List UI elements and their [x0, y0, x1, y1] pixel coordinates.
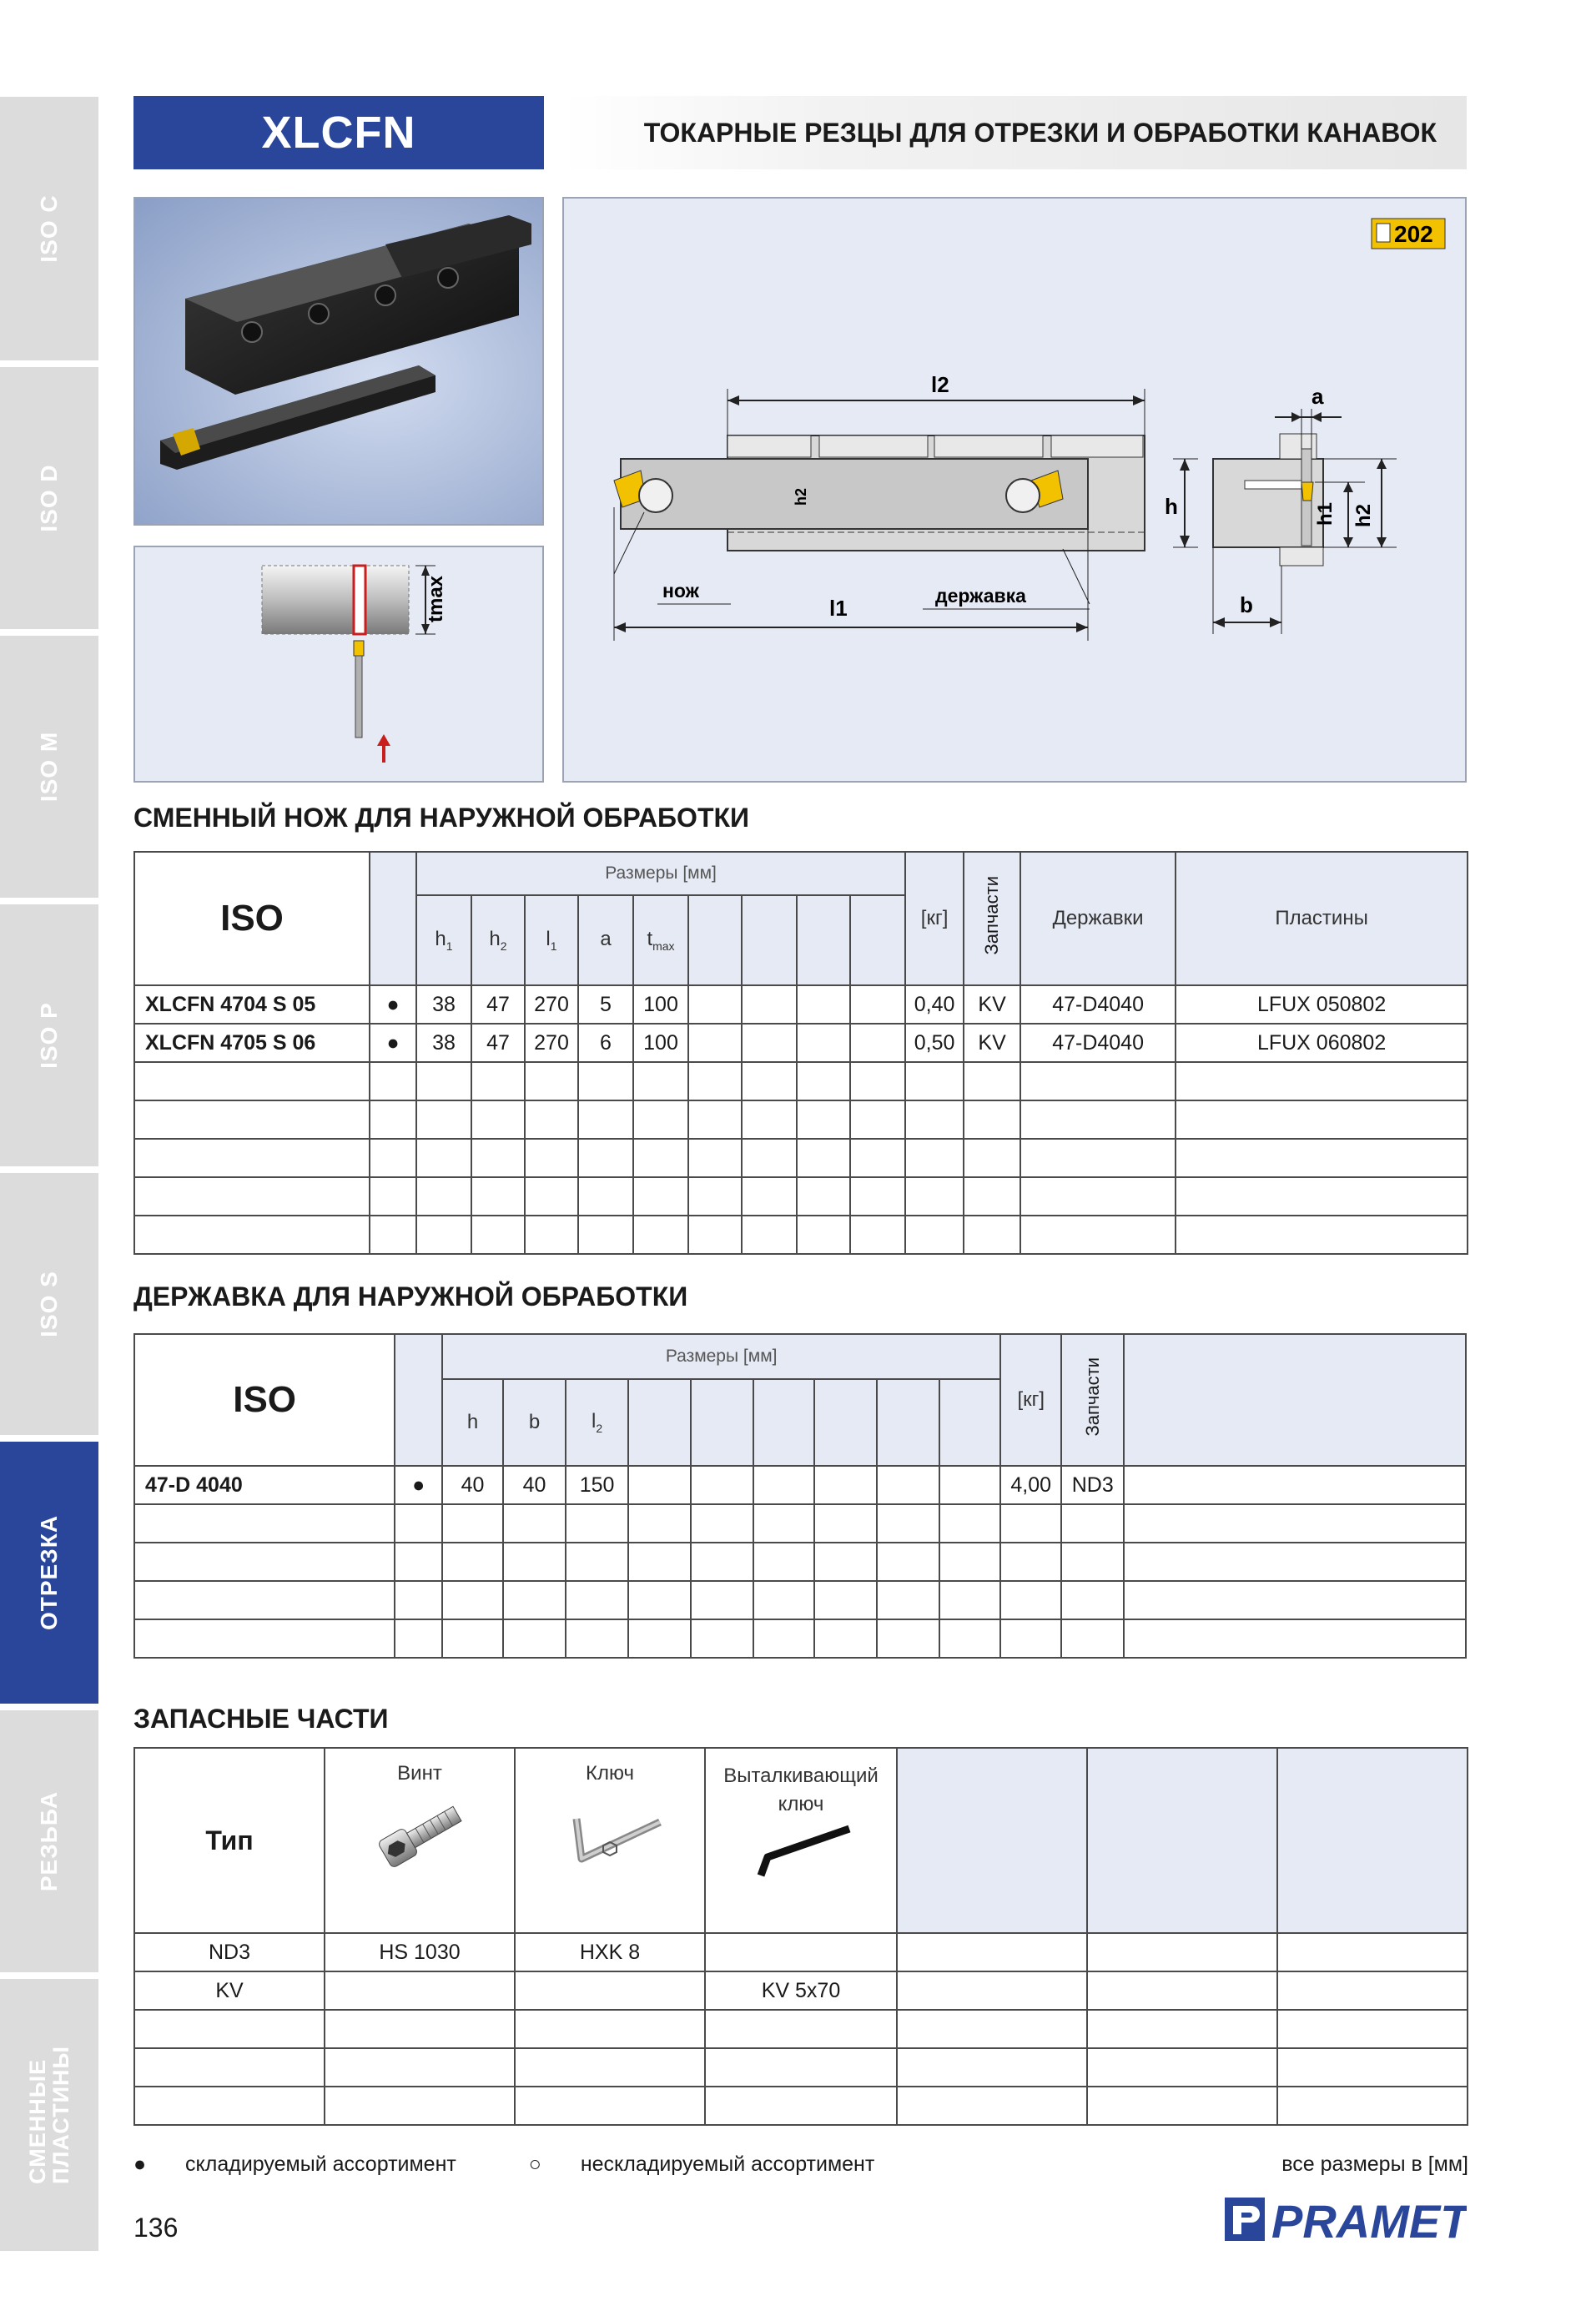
dim-h2: h2 — [1352, 504, 1375, 527]
key-header: Ключ — [514, 1747, 706, 1934]
filled-dot-icon: ● — [133, 2152, 153, 2176]
col-a: a — [577, 894, 634, 986]
table-row[interactable]: KV KV 5x70 — [133, 1971, 1468, 2011]
empty-row — [133, 1100, 1469, 1140]
dim-l1: l1 — [829, 596, 848, 621]
side-tab-iso-d[interactable]: ISO D — [0, 364, 98, 629]
side-tab-iso-p[interactable]: ISO P — [0, 901, 98, 1166]
side-tab-threading[interactable]: РЕЗЬБА — [0, 1707, 98, 1972]
tool-photo-illustration — [160, 215, 531, 470]
side-tab-parting[interactable]: ОТРЕЗКА — [0, 1438, 98, 1704]
hex-key-icon — [572, 1818, 662, 1863]
spares-empty-header-3 — [1276, 1747, 1468, 1934]
technical-drawing: 202 l2 h2 h нож державка — [562, 197, 1467, 783]
dim-h: h — [1165, 494, 1178, 519]
blade-weight-header: [кг] — [904, 851, 965, 986]
page-number: 136 — [133, 2213, 179, 2243]
blade-holders-header: Державки — [1020, 851, 1177, 986]
blade-inserts-header: Пластины — [1175, 851, 1469, 986]
empty-row — [133, 2009, 1468, 2049]
dimensions-note: все размеры в [мм] — [1281, 2152, 1468, 2176]
knife-label: нож — [662, 580, 700, 602]
empty-row — [133, 1580, 1467, 1620]
holder-label: державка — [935, 585, 1026, 607]
stock-dot-icon: ● — [394, 1465, 444, 1505]
screw-icon — [379, 1805, 462, 1867]
spares-type-header: Тип — [133, 1747, 325, 1934]
dim-l2: l2 — [931, 372, 949, 397]
empty-row — [133, 1619, 1467, 1659]
spares-empty-header-2 — [1086, 1747, 1278, 1934]
stock-legend-item: ● складируемый ассортимент — [133, 2152, 456, 2176]
col-b: b — [502, 1378, 567, 1467]
empty-row — [133, 2086, 1468, 2126]
dim-b: b — [1240, 592, 1253, 617]
document-icon — [1376, 223, 1391, 243]
side-tab-iso-s[interactable]: ISO S — [0, 1170, 98, 1435]
feed-arrow-icon — [377, 734, 390, 746]
col-l2: l2 — [565, 1378, 630, 1467]
empty-row — [133, 1542, 1467, 1582]
holder-table: ISO Размеры [мм] [кг] Запчасти h b l2 47… — [133, 1333, 1467, 1659]
holder-extra-header — [1123, 1333, 1467, 1467]
blade-section-title: СМЕННЫЙ НОЖ ДЛЯ НАРУЖНОЙ ОБРАБОТКИ — [133, 803, 750, 833]
empty-row — [133, 1176, 1469, 1216]
product-title: XLCFN — [133, 96, 544, 169]
subtitle-bar: ТОКАРНЫЕ РЕЗЦЫ ДЛЯ ОТРЕЗКИ И ОБРАБОТКИ К… — [562, 96, 1467, 169]
side-tab-iso-c[interactable]: ISO C — [0, 93, 98, 360]
dim-h2-inner: h2 — [793, 488, 809, 506]
screw-header: Винт — [324, 1747, 516, 1934]
blade-dims-header: Размеры [мм] — [415, 851, 907, 896]
holder-stock-header — [394, 1333, 444, 1467]
empty-row — [133, 1061, 1469, 1101]
holder-dims-header: Размеры [мм] — [441, 1333, 1002, 1380]
col-tmax: tmax — [632, 894, 689, 986]
holder-weight-header: [кг] — [999, 1333, 1063, 1467]
spares-section-title: ЗАПАСНЫЕ ЧАСТИ — [133, 1704, 389, 1734]
col-h2: h2 — [471, 894, 526, 986]
cutting-depth-diagram: tmax — [133, 546, 544, 783]
dim-a: a — [1312, 384, 1324, 409]
tmax-diagram: tmax — [261, 564, 447, 763]
blade-table: ISO Размеры [мм] [кг] Запчасти Державки … — [133, 851, 1469, 1255]
blade-stock-header — [369, 851, 417, 986]
blade-iso-header: ISO — [133, 851, 370, 986]
page-reference: 202 — [1394, 221, 1433, 247]
pramet-logo: PRAMET — [1225, 2195, 1467, 2244]
product-subtitle: ТОКАРНЫЕ РЕЗЦЫ ДЛЯ ОТРЕЗКИ И ОБРАБОТКИ К… — [643, 118, 1437, 148]
empty-row — [133, 1503, 1467, 1543]
stock-dot-icon: ● — [369, 984, 417, 1025]
spares-empty-header-1 — [896, 1747, 1088, 1934]
nonstock-legend-item: ○ нескладируемый ассортимент — [528, 2152, 875, 2176]
empty-row — [133, 1215, 1469, 1255]
side-tab-iso-m[interactable]: ISO M — [0, 632, 98, 898]
holder-spare-header: Запчасти — [1060, 1333, 1125, 1467]
holder-iso-header: ISO — [133, 1333, 396, 1467]
col-l1: l1 — [524, 894, 579, 986]
stock-legend: ● складируемый ассортимент ○ нескладируе… — [133, 2152, 941, 2177]
ejector-key-icon — [757, 1825, 851, 1877]
side-tab-inserts[interactable]: СМЕННЫЕ ПЛАСТИНЫ — [0, 1976, 98, 2251]
holder-section-title: ДЕРЖАВКА ДЛЯ НАРУЖНОЙ ОБРАБОТКИ — [133, 1281, 688, 1312]
blade-spare-header: Запчасти — [963, 851, 1022, 986]
tmax-label: tmax — [425, 575, 447, 622]
empty-row — [133, 2047, 1468, 2087]
hollow-dot-icon: ○ — [528, 2152, 547, 2176]
spares-table: Тип Винт Ключ — [133, 1747, 1468, 2126]
dim-h1: h1 — [1314, 502, 1337, 526]
col-h1: h1 — [415, 894, 472, 986]
col-h: h — [441, 1378, 505, 1467]
stock-dot-icon: ● — [369, 1023, 417, 1063]
empty-row — [133, 1138, 1469, 1178]
dimension-drawing: 202 l2 h2 h нож державка — [613, 218, 1446, 641]
ejector-key-header: Выталкивающий ключ — [704, 1747, 898, 1934]
product-photo — [133, 197, 544, 526]
svg-text:PRAMET: PRAMET — [1271, 2195, 1467, 2244]
